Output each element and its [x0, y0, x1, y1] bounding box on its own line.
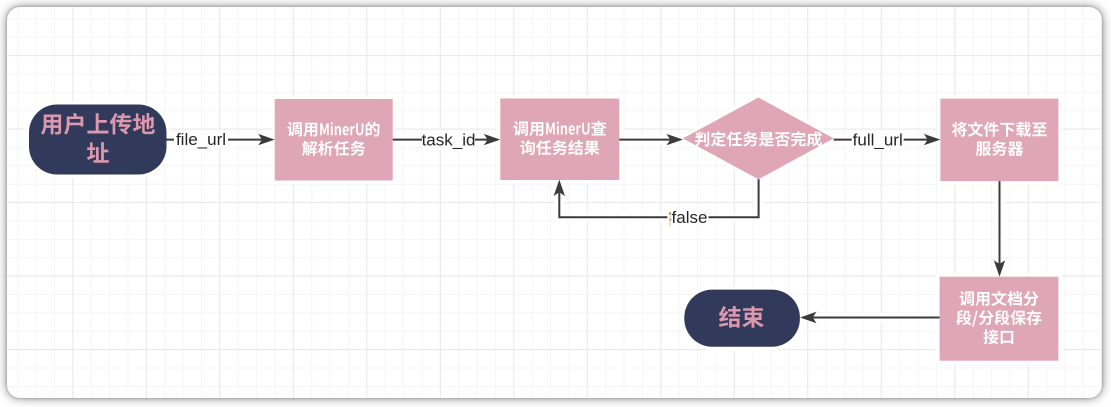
svg-text:full_url: full_url: [853, 131, 903, 150]
svg-text:task_id: task_id: [422, 131, 476, 150]
svg-text:file_url: file_url: [176, 130, 226, 149]
svg-text:false: false: [672, 208, 708, 227]
